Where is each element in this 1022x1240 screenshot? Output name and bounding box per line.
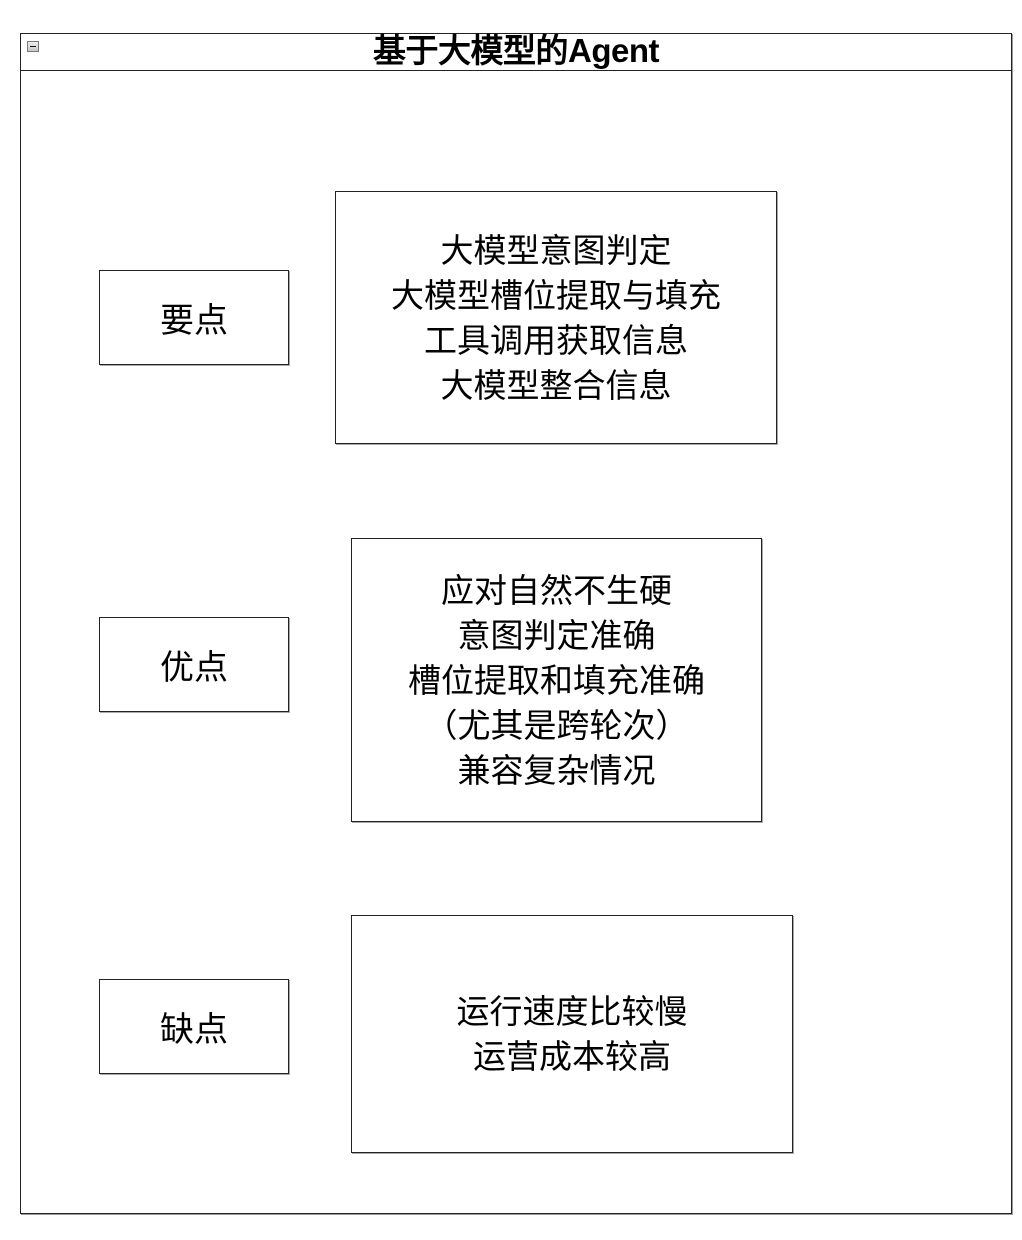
list-item: 运行速度比较慢: [456, 992, 688, 1031]
label-text: 要点: [160, 301, 228, 341]
list-item: 兼容复杂情况: [457, 750, 656, 790]
diagram-title: 基于大模型的Agent: [373, 32, 660, 69]
content-advantages: 应对自然不生硬 意图判定准确 槽位提取和填充准确 （尤其是跨轮次） 兼容复杂情况: [351, 538, 762, 822]
list-item: 槽位提取和填充准确: [408, 660, 705, 700]
list-item: 大模型意图判定: [440, 230, 672, 270]
list-item: 大模型槽位提取与填充: [391, 275, 721, 315]
label-advantages: 优点: [99, 617, 289, 712]
list-item: 意图判定准确: [457, 615, 656, 655]
list-item: 工具调用获取信息: [424, 320, 688, 360]
label-disadvantages: 缺点: [99, 979, 289, 1074]
label-text: 缺点: [160, 1010, 228, 1050]
collapse-icon[interactable]: [27, 41, 39, 52]
label-text: 优点: [160, 648, 228, 688]
list-item: 运营成本较高: [473, 1037, 671, 1076]
label-key-points: 要点: [99, 270, 289, 365]
list-item: 大模型整合信息: [440, 365, 672, 405]
content-disadvantages: 运行速度比较慢 运营成本较高: [351, 915, 793, 1153]
list-item: 应对自然不生硬: [441, 570, 672, 610]
content-key-points: 大模型意图判定 大模型槽位提取与填充 工具调用获取信息 大模型整合信息: [335, 191, 777, 444]
diagram-frame: 基于大模型的Agent: [20, 32, 1012, 1214]
list-item: （尤其是跨轮次）: [424, 705, 689, 745]
diagram-header: 基于大模型的Agent: [21, 32, 1011, 71]
